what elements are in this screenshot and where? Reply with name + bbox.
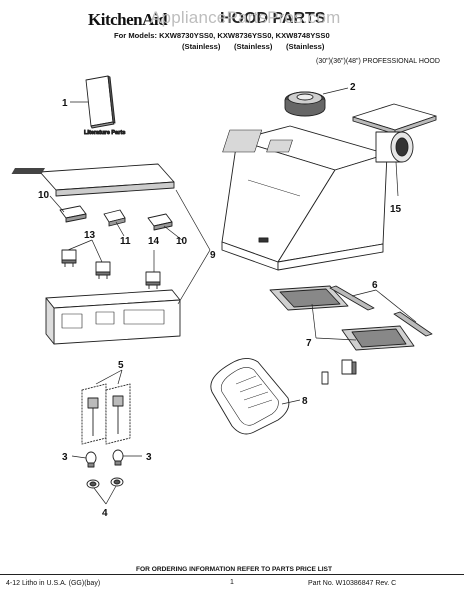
page-number: 1 xyxy=(230,579,234,586)
callout-9: 9 xyxy=(210,250,216,261)
model-suffix-3: (Stainless) xyxy=(286,42,325,51)
callout-3a: 3 xyxy=(62,452,68,463)
light-sockets xyxy=(81,383,131,445)
filter-rails xyxy=(329,285,433,337)
callout-6: 6 xyxy=(372,280,378,291)
ordering-note: FOR ORDERING INFORMATION REFER TO PARTS … xyxy=(136,566,332,573)
control-housing xyxy=(45,289,181,345)
trim-rings xyxy=(86,477,124,489)
callout-10b: 10 xyxy=(176,236,188,247)
grease-filters xyxy=(269,285,415,351)
hood-pad xyxy=(210,358,290,435)
callout-2: 2 xyxy=(350,82,356,93)
light-bulbs xyxy=(85,449,124,468)
blower-housing xyxy=(352,103,437,163)
footer-divider xyxy=(0,574,464,575)
callout-4: 4 xyxy=(102,508,108,519)
hood-body xyxy=(221,125,388,271)
watermark: AppliancePartsPros.com xyxy=(150,8,341,27)
callout-13: 13 xyxy=(84,230,96,241)
hood-type-label: (30")(36")(48") PROFESSIONAL HOOD xyxy=(316,58,440,65)
callout-14: 14 xyxy=(148,236,160,247)
models-line: For Models: KXW8730YSS0, KXW8736YSS0, KX… xyxy=(114,31,330,40)
callout-8: 8 xyxy=(302,396,308,407)
brand-logo: KitchenAid xyxy=(88,10,168,29)
control-panel-top xyxy=(11,163,175,197)
litho-info: 4-12 Litho in U.S.A. (GG)(bay) xyxy=(6,580,101,587)
model-suffix-1: (Stainless) xyxy=(182,42,221,51)
callout-1: 1 xyxy=(62,98,68,109)
page-header: KitchenAid HOOD PARTS AppliancePartsPros… xyxy=(0,0,464,70)
rocker-switches xyxy=(61,249,161,289)
small-brackets xyxy=(321,359,357,385)
callout-10a: 10 xyxy=(38,190,50,201)
callout-5: 5 xyxy=(118,360,124,371)
literature-booklet: Literature Parts xyxy=(84,75,126,136)
blower-motor xyxy=(284,91,326,117)
callout-7: 7 xyxy=(306,338,312,349)
callout-3b: 3 xyxy=(146,452,152,463)
callout-numbers: 1 2 3 3 4 5 6 7 8 9 10 10 11 13 14 15 xyxy=(38,82,402,519)
leader-lines xyxy=(49,87,417,505)
literature-label: Literature Parts xyxy=(84,130,125,136)
page-title: HOOD PARTS xyxy=(220,10,326,27)
part-number: Part No. W10386847 Rev. C xyxy=(308,580,397,587)
switch-buttons xyxy=(59,205,173,231)
callout-11: 11 xyxy=(120,236,131,247)
callout-15: 15 xyxy=(390,204,402,215)
model-suffix-2: (Stainless) xyxy=(234,42,273,51)
